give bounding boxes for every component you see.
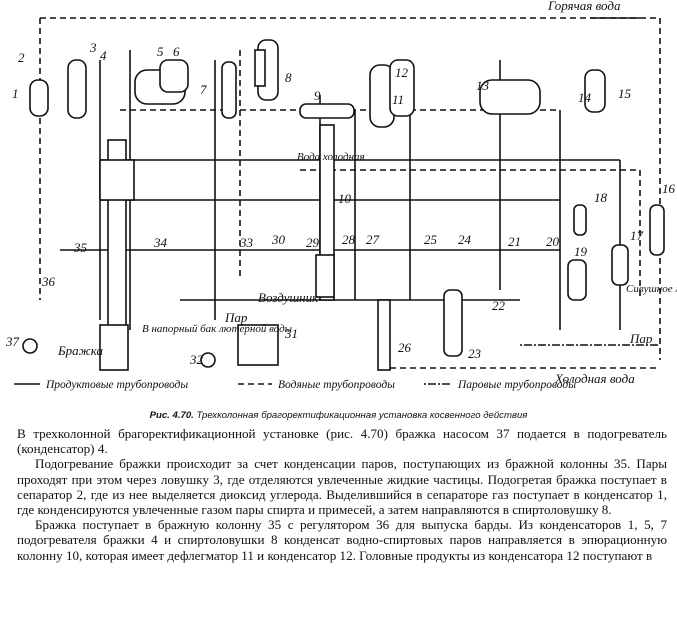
label-30: 30: [271, 232, 286, 247]
unit-19: [567, 259, 587, 301]
cold-water-label: Вода холодная: [297, 151, 365, 163]
diagram-svg: Горячая вода Вода холодная Холодная вода…: [5, 0, 677, 391]
condenser-5: [159, 59, 189, 93]
label-35: 35: [73, 240, 88, 255]
label-34: 34: [153, 235, 168, 250]
label-23: 23: [468, 346, 482, 361]
figure-caption: Рис. 4.70. Трехколонная брагоректификаци…: [0, 410, 677, 421]
label-10: 10: [338, 191, 352, 206]
hot-water-label: Горячая вода: [547, 0, 621, 13]
label-19: 19: [574, 244, 588, 259]
label-4: 4: [100, 48, 107, 63]
label-6: 6: [173, 44, 180, 59]
label-37: 37: [5, 334, 20, 349]
paragraph-3: Бражка поступает в бражную колонну 35 с …: [17, 517, 667, 563]
label-12: 12: [395, 65, 409, 80]
label-18: 18: [594, 190, 608, 205]
steam-label-mid: Пар: [224, 310, 248, 325]
mash-tank: [99, 324, 129, 371]
condenser-9: [299, 103, 355, 119]
label-22: 22: [492, 298, 506, 313]
mash-label: Бражка: [57, 343, 104, 358]
column-23: [443, 289, 463, 357]
label-20: 20: [546, 234, 560, 249]
legend-steam: Паровые трубопроводы: [457, 379, 576, 391]
label-25: 25: [424, 232, 438, 247]
condenser-1: [29, 79, 49, 117]
unit-13: [479, 79, 541, 115]
label-9: 9: [314, 88, 321, 103]
process-flow-diagram: Горячая вода Вода холодная Холодная вода…: [5, 0, 677, 391]
label-7: 7: [200, 82, 207, 97]
label-24: 24: [458, 232, 472, 247]
pump-32: [200, 352, 216, 368]
unit-18: [573, 204, 587, 236]
label-13: 13: [476, 78, 490, 93]
label-5: 5: [157, 44, 164, 59]
label-26: 26: [398, 340, 412, 355]
unit-14: [584, 69, 606, 113]
number-labels: 1 2 3 4 5 6 7 8 9 10 11 12 13 14 15 16 1…: [5, 40, 676, 367]
paragraph-1: В трехколонной брагоректификационной уст…: [17, 426, 667, 457]
separator-2: [67, 59, 87, 119]
label-27: 27: [366, 232, 380, 247]
label-29: 29: [306, 235, 320, 250]
label-14: 14: [578, 90, 592, 105]
unit-26: [377, 299, 391, 371]
label-8: 8: [285, 70, 292, 85]
label-15: 15: [618, 86, 632, 101]
label-28: 28: [342, 232, 356, 247]
caption-text: Трехколонная брагоректификационная устан…: [196, 410, 528, 421]
unit-16: [649, 204, 665, 256]
label-33: 33: [239, 235, 254, 250]
label-1: 1: [12, 86, 19, 101]
label-17: 17: [630, 228, 644, 243]
label-11: 11: [392, 92, 404, 107]
label-32: 32: [189, 352, 204, 367]
fusel-oil-label: Сивушное масло: [626, 283, 677, 295]
condenser-12: [389, 59, 415, 117]
pump-37: [22, 338, 38, 354]
cold-water-bottom-label: Холодная вода: [554, 371, 635, 386]
label-2: 2: [18, 50, 25, 65]
unit-17: [611, 244, 629, 286]
paragraph-2: Подогревание бражки происходит за счет к…: [17, 456, 667, 518]
unit-29: [315, 254, 335, 298]
air-pipe-label: Воздушник: [258, 290, 319, 305]
label-36: 36: [41, 274, 56, 289]
condenser-7: [221, 61, 237, 119]
legend-water: Водяные трубопроводы: [278, 379, 395, 391]
tank-31: [237, 324, 279, 366]
label-21: 21: [508, 234, 521, 249]
label-16: 16: [662, 181, 676, 196]
hot-water-pipe: [40, 17, 661, 360]
label-31: 31: [284, 326, 298, 341]
pressure-tank-label: В напорный бак лютерной воды: [142, 323, 293, 335]
legend-product: Продуктовые трубопроводы: [45, 379, 188, 391]
body-text: В трехколонной брагоректификационной уст…: [17, 426, 667, 563]
steam-label-right: Пар: [629, 331, 653, 346]
label-3: 3: [89, 40, 97, 55]
caption-figure-number: Рис. 4.70.: [149, 410, 194, 421]
